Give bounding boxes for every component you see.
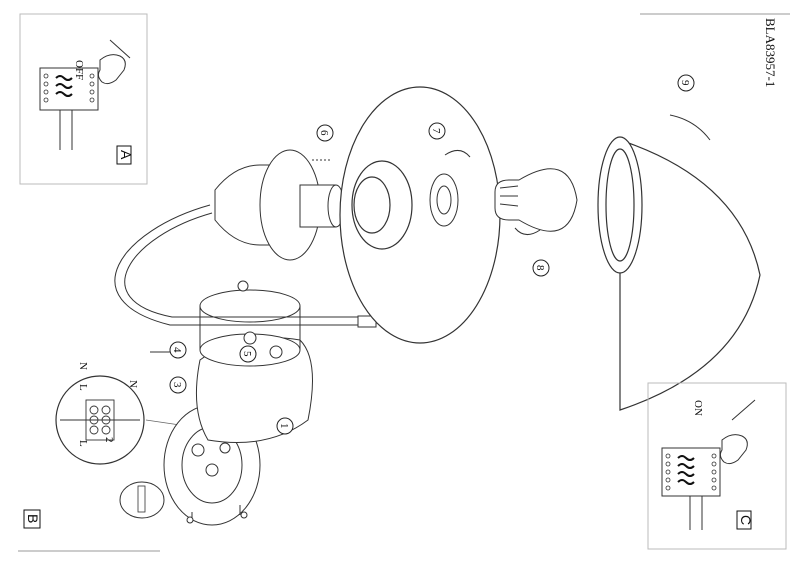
step-7: 7 bbox=[430, 128, 442, 134]
step-7-badge bbox=[428, 122, 446, 140]
glass-dome bbox=[597, 136, 761, 411]
panel-a-hand bbox=[97, 39, 131, 85]
panel-a-switch-off: OFF A bbox=[19, 13, 148, 185]
step-6: 6 bbox=[318, 130, 330, 136]
step-5-badge bbox=[239, 345, 257, 363]
step-6-badge bbox=[316, 124, 334, 142]
panel-c-terminal-strip bbox=[661, 447, 721, 497]
panel-c-switch-on: ON C bbox=[647, 382, 787, 550]
lamp-holder bbox=[214, 149, 345, 261]
step-badges bbox=[169, 74, 695, 435]
switch-off-label: OFF bbox=[73, 60, 85, 80]
frame-lines bbox=[18, 13, 790, 552]
step-numbers: 1 2 3 4 5 6 7 8 9 bbox=[103, 80, 691, 443]
step-9-badge bbox=[677, 74, 695, 92]
step-4-badge bbox=[169, 341, 187, 359]
step-8-badge bbox=[532, 259, 550, 277]
step-2: 2 bbox=[103, 437, 115, 443]
step-1: 1 bbox=[278, 423, 290, 429]
panel-c-wires bbox=[677, 455, 695, 485]
wall-plate bbox=[195, 280, 313, 443]
panel-a-wires bbox=[55, 75, 73, 97]
ring-nut bbox=[429, 173, 459, 227]
panel-a-cable bbox=[59, 110, 73, 150]
light-bulb bbox=[494, 168, 578, 232]
terminal-live-bottom: L bbox=[77, 440, 89, 447]
panel-a-terminal-strip bbox=[39, 67, 99, 111]
step-3-badge bbox=[169, 376, 187, 394]
panel-b-terminal-detail: L N L N B bbox=[23, 362, 181, 529]
rotation-arrows bbox=[150, 114, 711, 353]
panel-c-cable bbox=[689, 495, 703, 530]
panel-c-hand bbox=[719, 399, 756, 465]
step-4: 4 bbox=[171, 347, 183, 353]
step-5: 5 bbox=[241, 351, 253, 357]
shade-disk bbox=[339, 86, 501, 344]
panel-c-label: C bbox=[738, 515, 754, 525]
switch-on-label: ON bbox=[692, 400, 704, 416]
step-1-badge bbox=[276, 417, 294, 435]
panel-b-label: B bbox=[25, 514, 41, 523]
panel-c-frame bbox=[647, 382, 787, 550]
panel-a-label: A bbox=[118, 150, 134, 160]
step-3: 3 bbox=[171, 382, 183, 388]
terminal-neutral-bottom: N bbox=[127, 380, 139, 388]
terminal-live-top: L bbox=[77, 384, 89, 391]
panel-a-frame bbox=[19, 13, 148, 185]
step-9: 9 bbox=[679, 80, 691, 86]
step-8: 8 bbox=[534, 265, 546, 271]
terminal-neutral-top: N bbox=[77, 362, 89, 370]
document-id: BLA83957-1 bbox=[763, 18, 778, 87]
